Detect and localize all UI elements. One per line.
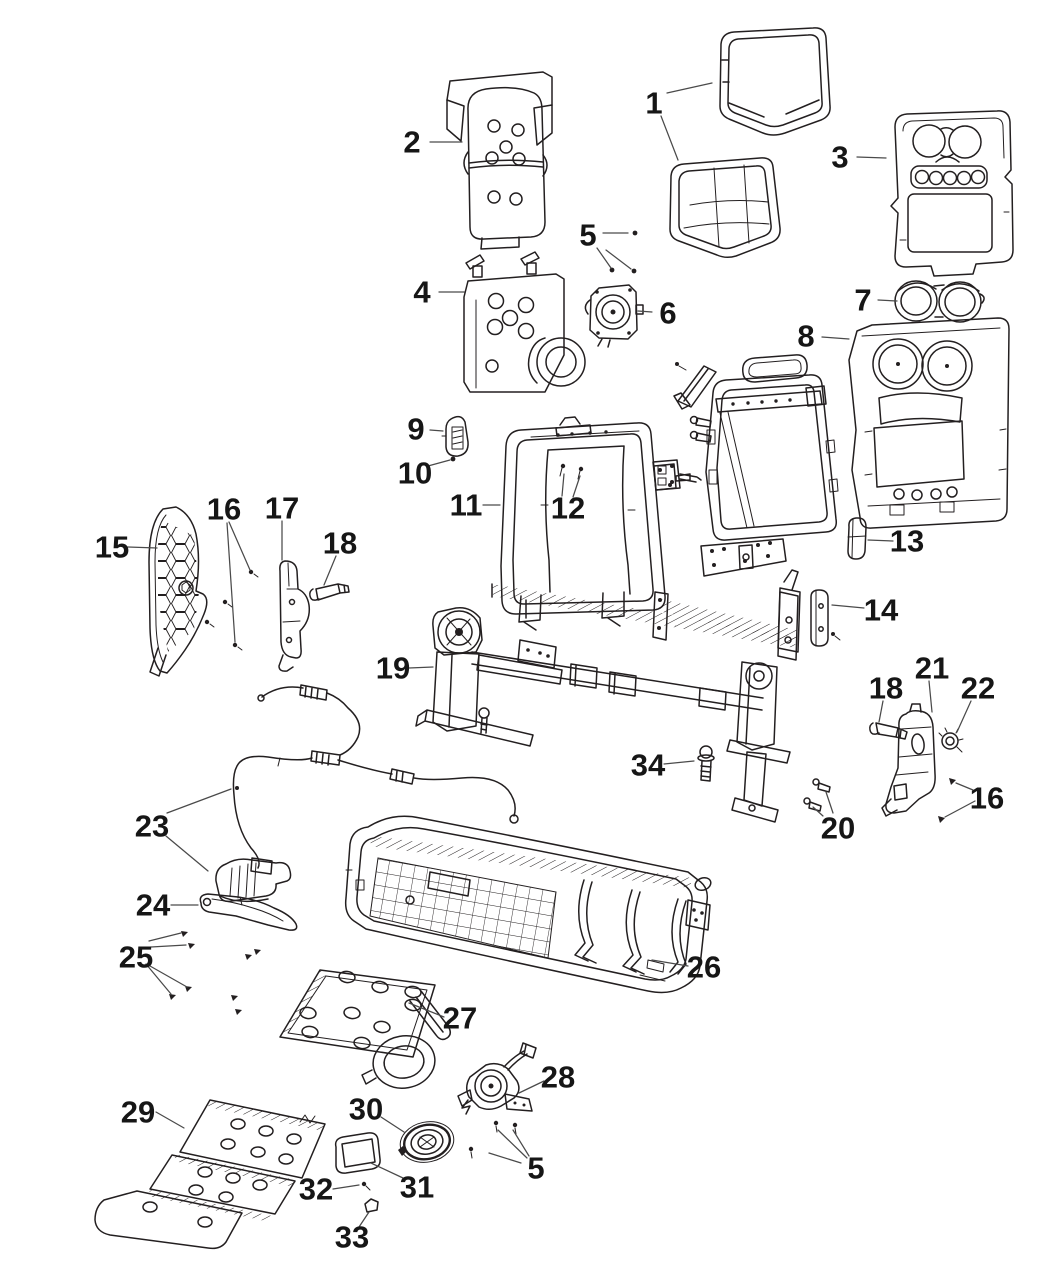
part-16-screws-left [204,569,259,651]
part-21-latch-bracket [881,703,936,817]
seat-back-frame-right [652,354,839,661]
part-16-screws-right [938,778,956,823]
part-10-screw [450,456,456,462]
callout-33: 33 [335,1220,369,1255]
part-24-strap-handle [199,893,298,931]
part-19-riser-assembly [415,606,791,823]
callout-26: 26 [687,950,721,985]
part-13-pivot-cover [847,517,867,560]
callout-29: 29 [121,1095,155,1130]
callout-15: 15 [95,530,129,565]
part-14-side-cover [810,589,841,647]
part-6-recliner-motor [584,284,644,348]
callout-18b: 18 [869,671,903,706]
callout-17: 17 [265,491,299,526]
callout-27: 27 [443,1001,477,1036]
part-34-flange-bolt [697,745,715,782]
callout-28: 28 [541,1060,575,1095]
part-9-pivot-knob [441,415,469,457]
part-29-load-floor [94,1099,326,1250]
callout-10: 10 [398,456,432,491]
part-20-screws [803,778,831,812]
callout-21: 21 [915,651,949,686]
part-5-screws-bottom [468,1120,518,1159]
callout-1: 1 [645,86,662,121]
callout-7: 7 [854,283,871,318]
callout-5a: 5 [579,218,596,253]
part-1-trim-shell-upper [719,27,831,136]
callout-11: 11 [450,488,483,523]
callout-2: 2 [403,125,420,160]
part-22-knob [938,727,964,753]
rear-crossmember-rail [491,569,801,653]
part-3-seatback-panel [890,110,1014,277]
part-12-screws [559,463,584,480]
leader-lines [127,82,976,1228]
part-30-grommet-ring [398,1121,455,1163]
callout-4: 4 [413,275,431,310]
callout-23: 23 [135,809,169,844]
part-2-backrest-trim-board [446,71,553,250]
callout-13: 13 [890,524,924,559]
part-4-back-panel-with-duct [463,251,586,393]
part-27-suspension-panel [279,969,451,1089]
part-1-trim-shell-lower [669,157,781,259]
callout-9: 9 [407,412,424,447]
callout-12: 12 [551,491,585,526]
callout-14: 14 [864,593,899,628]
part-8-armrest-frame [848,317,1010,529]
part-11-seat-back-frame-left [500,416,691,631]
callout-30: 30 [349,1092,383,1127]
callout-3: 3 [831,140,848,175]
callout-16b: 16 [970,781,1004,816]
part-33-clip [364,1198,379,1213]
part-5-screws-top [609,230,638,274]
part-23-release-cable [215,684,519,903]
part-25-fasteners [169,931,261,1015]
part-7-cupholders [894,280,985,323]
callout-labels: 2 1 3 5 4 6 7 8 9 10 11 12 13 15 16 17 1… [95,86,1004,1255]
callout-6: 6 [659,296,676,331]
callout-31: 31 [400,1170,434,1205]
callout-20: 20 [821,811,855,846]
callout-32: 32 [299,1172,333,1207]
callout-8: 8 [797,319,814,354]
callout-5b: 5 [527,1151,544,1186]
callout-18a: 18 [323,526,357,561]
part-28-actuator [457,1042,537,1115]
part-15-side-shield [148,506,208,677]
callout-22: 22 [961,671,995,706]
callout-19: 19 [376,651,410,686]
part-31-vent-grille [334,1132,381,1174]
part-17-latch-handle [278,560,311,672]
callout-25: 25 [119,940,153,975]
callout-34: 34 [631,748,666,783]
callout-16a: 16 [207,492,241,527]
part-18-bolt-left [309,583,350,601]
part-32-screw [361,1181,371,1191]
part-26-cushion-pan [344,815,712,994]
part-18-bolt-right [869,722,908,740]
callout-24: 24 [136,888,171,923]
